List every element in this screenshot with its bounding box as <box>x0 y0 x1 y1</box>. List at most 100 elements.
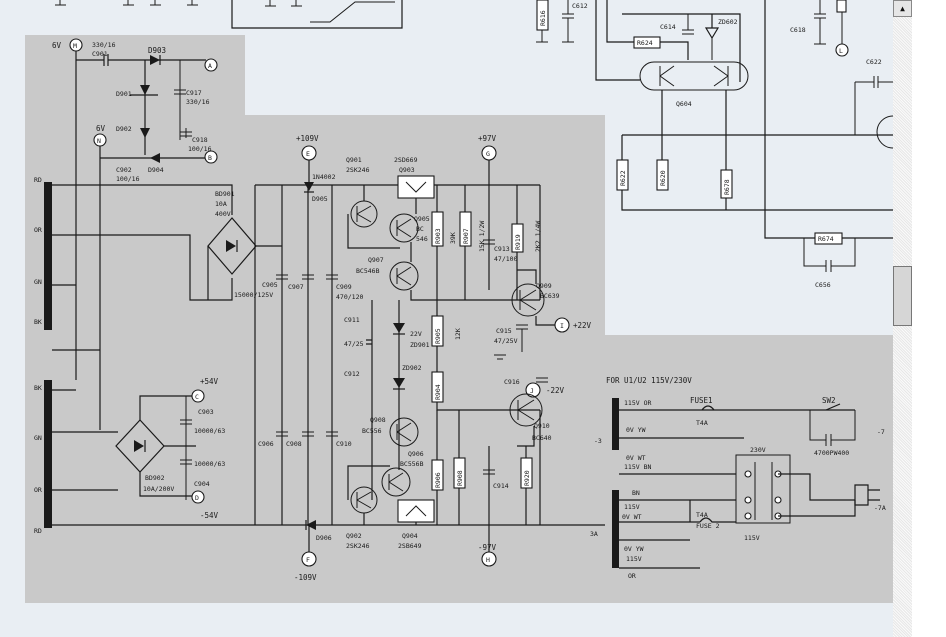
c902-label: C902 <box>116 166 132 174</box>
tap-4: BN <box>632 489 640 497</box>
wire-gn-top: GN <box>34 278 42 286</box>
d906-label: D906 <box>316 534 332 542</box>
wire-or-top: OR <box>34 226 42 234</box>
bd901-diamond <box>207 217 257 275</box>
node-e-label: E <box>306 150 310 158</box>
terminal-d-label: D <box>195 494 199 502</box>
scroll-thumb[interactable] <box>893 266 912 326</box>
viewer-margin <box>912 0 946 637</box>
r674-label: R674 <box>818 235 834 243</box>
terminal-j-label: J <box>530 387 534 395</box>
q910-type: BC640 <box>532 434 552 442</box>
tap-7: OR <box>628 572 636 580</box>
terminal-d <box>191 490 205 504</box>
c908-label: C908 <box>286 440 302 448</box>
zd602-label: ZD602 <box>718 18 738 26</box>
mark-minus7: -7 <box>877 428 885 436</box>
low-voltage-supply: 6V M 330/16 C901 D903 A D901 D902 C917 3… <box>52 38 218 430</box>
c907-label: C907 <box>288 283 304 291</box>
terminal-c-label: C <box>195 393 199 401</box>
q604-label: Q604 <box>676 100 692 108</box>
fuse1-value: T4A <box>696 419 708 427</box>
c618-label: C618 <box>790 26 806 34</box>
q905-label: Q905 <box>414 215 430 223</box>
r906-label: R906 <box>434 472 442 488</box>
c917-label: C917 <box>186 89 202 97</box>
wire-bk-bot: BK <box>34 384 42 392</box>
q904-label: Q904 <box>402 532 418 540</box>
c909-value: 470/120 <box>336 293 363 301</box>
c903-value: 10000/63 <box>194 427 225 435</box>
mains-title: FOR U1/U2 115V/230V <box>606 376 692 385</box>
r624-label: R624 <box>637 39 653 47</box>
c914-label: C914 <box>493 482 509 490</box>
r904-label: R904 <box>434 384 442 400</box>
tap-6b: 115V <box>626 555 642 563</box>
wire-gn-bot: GN <box>34 434 42 442</box>
v115-label: 115V <box>744 534 760 542</box>
c901-value: 330/16 <box>92 41 116 49</box>
q909-label: Q909 <box>536 282 552 290</box>
fuse2-value: T4A <box>696 511 708 519</box>
q907-label: Q907 <box>368 256 384 264</box>
r905-value: 12K <box>454 328 462 340</box>
c903-label: C903 <box>198 408 214 416</box>
q901-type: 2SK246 <box>346 166 370 174</box>
terminal-l-label: L <box>839 47 843 55</box>
r919-label: R919 <box>514 234 522 250</box>
c622-label: C622 <box>866 58 882 66</box>
c902-value: 100/16 <box>116 175 140 183</box>
terminal-b <box>204 150 218 164</box>
mark-3a: 3A <box>590 530 598 538</box>
q906-type: BC556B <box>400 460 424 468</box>
c911-label: C911 <box>344 316 360 324</box>
tap-5: 115V <box>624 503 640 511</box>
node-g-label: G <box>486 150 490 158</box>
q909-symbol <box>511 283 545 317</box>
mark-minus7a: -7A <box>874 504 886 512</box>
c912-label: C912 <box>344 370 360 378</box>
q904-symbol <box>397 499 435 523</box>
top-left-fragment <box>55 0 403 29</box>
c918-label: C918 <box>192 136 208 144</box>
v-minus109: -109V <box>294 573 317 582</box>
primary-core-top <box>612 398 619 450</box>
c905-label: C905 <box>262 281 278 289</box>
v-minus54: -54V <box>200 511 219 520</box>
c915-value: 47/25V <box>494 337 518 345</box>
q902-label: Q902 <box>346 532 362 540</box>
mains-input: FOR U1/U2 115V/230V -3 3A 115V OR 0V YW … <box>590 376 886 580</box>
sw2-label: SW2 <box>822 396 836 405</box>
c918-value: 100/16 <box>188 145 212 153</box>
wire-or-bot: OR <box>34 486 42 494</box>
q907-symbol <box>389 261 419 291</box>
scroll-up-button[interactable]: ▲ <box>893 0 912 17</box>
q909-type: BC639 <box>540 292 560 300</box>
q910-label: Q910 <box>534 422 550 430</box>
d903-label: D903 <box>148 46 166 55</box>
bd901-label: BD901 <box>215 190 235 198</box>
fuse1-symbol <box>701 405 715 411</box>
transformer-core-top <box>44 182 52 330</box>
r616-label: R616 <box>539 10 547 26</box>
r919-value: 2K2 1/4W <box>534 221 542 252</box>
bridge-rectifiers: BD901 10A 400V BD902 10A/200V C +54V D -… <box>115 190 282 520</box>
c911-value: 47/25 <box>344 340 364 348</box>
zd901-label: ZD901 <box>410 341 430 349</box>
vertical-scrollbar[interactable]: ▲ <box>893 0 912 637</box>
r903-label: R903 <box>434 228 442 244</box>
d905-type: 1N4002 <box>312 173 336 181</box>
c905-value: 15000/125V <box>234 291 273 299</box>
v-minus97: -97V <box>478 543 497 552</box>
v230-label: 230V <box>750 446 766 454</box>
terminal-b-label: B <box>208 154 212 162</box>
c916-label: C916 <box>504 378 520 386</box>
terminal-a-label: A <box>208 62 212 70</box>
tap-3b: 115V BN <box>624 463 651 471</box>
r678-label: R678 <box>723 179 731 195</box>
tap-1: 115V OR <box>624 399 651 407</box>
q908-type: BC556 <box>362 427 382 435</box>
rail-6v-left: 6V <box>52 41 62 50</box>
fuse1-label: FUSE1 <box>690 396 713 405</box>
